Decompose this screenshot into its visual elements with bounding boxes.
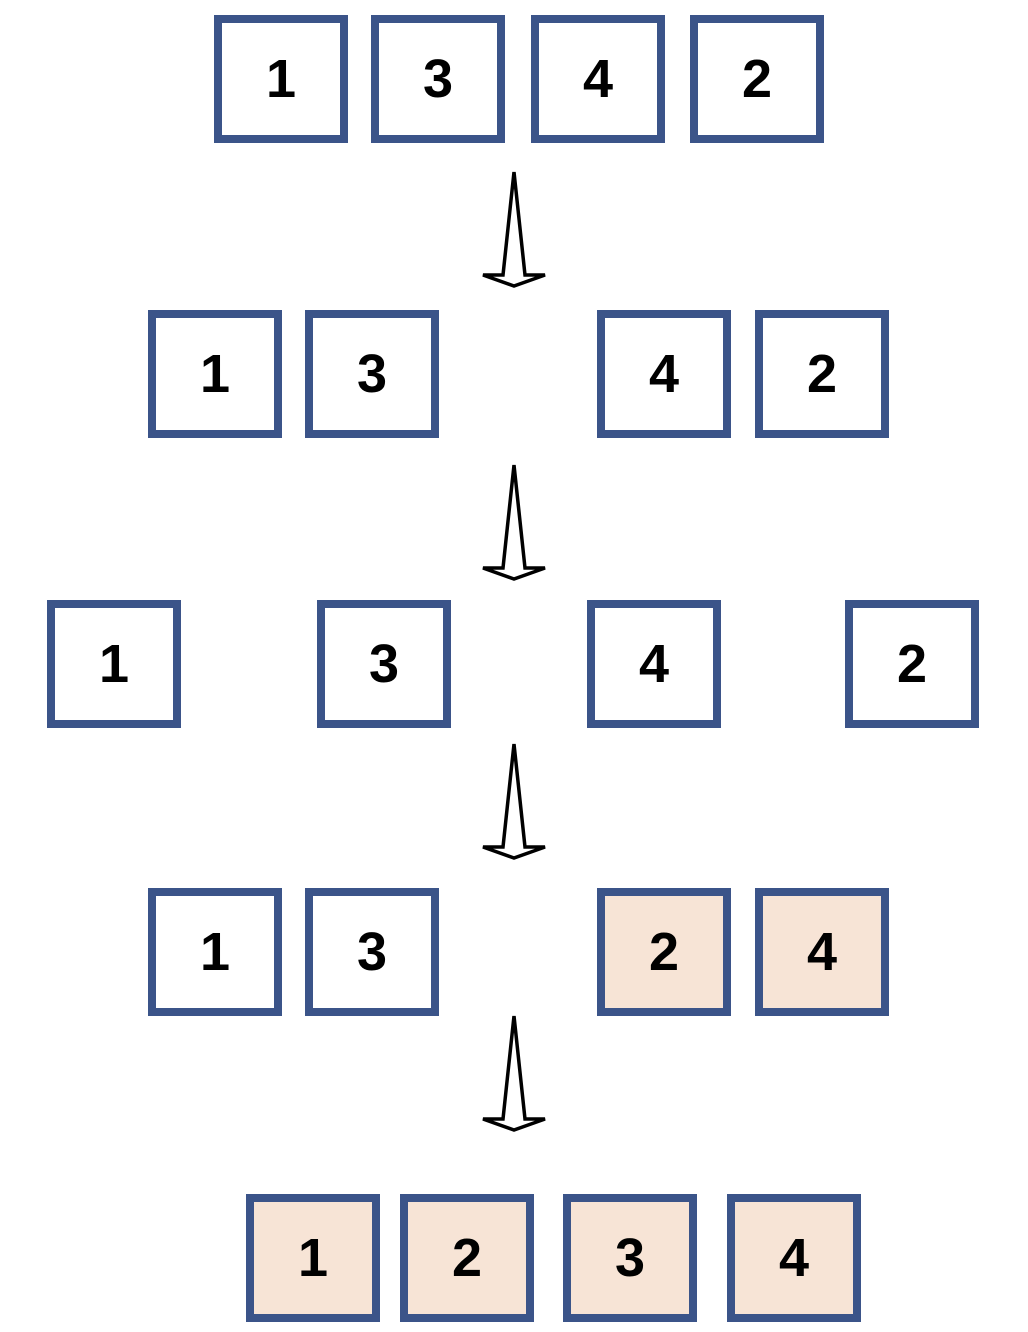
array-cell: 4 bbox=[755, 888, 889, 1016]
array-cell: 1 bbox=[214, 15, 348, 143]
array-cell: 2 bbox=[690, 15, 824, 143]
down-arrow-icon bbox=[481, 742, 547, 860]
array-cell: 1 bbox=[148, 310, 282, 438]
array-cell: 2 bbox=[597, 888, 731, 1016]
array-cell: 3 bbox=[305, 310, 439, 438]
array-cell: 1 bbox=[246, 1194, 380, 1322]
array-cell: 3 bbox=[371, 15, 505, 143]
array-cell: 2 bbox=[845, 600, 979, 728]
down-arrow-icon bbox=[481, 463, 547, 581]
array-cell: 2 bbox=[400, 1194, 534, 1322]
array-cell: 4 bbox=[597, 310, 731, 438]
array-cell: 4 bbox=[727, 1194, 861, 1322]
array-cell: 1 bbox=[148, 888, 282, 1016]
array-cell: 3 bbox=[305, 888, 439, 1016]
array-cell: 3 bbox=[563, 1194, 697, 1322]
array-cell: 4 bbox=[531, 15, 665, 143]
array-cell: 3 bbox=[317, 600, 451, 728]
down-arrow-icon bbox=[481, 170, 547, 288]
array-cell: 4 bbox=[587, 600, 721, 728]
down-arrow-icon bbox=[481, 1014, 547, 1132]
array-cell: 2 bbox=[755, 310, 889, 438]
array-cell: 1 bbox=[47, 600, 181, 728]
